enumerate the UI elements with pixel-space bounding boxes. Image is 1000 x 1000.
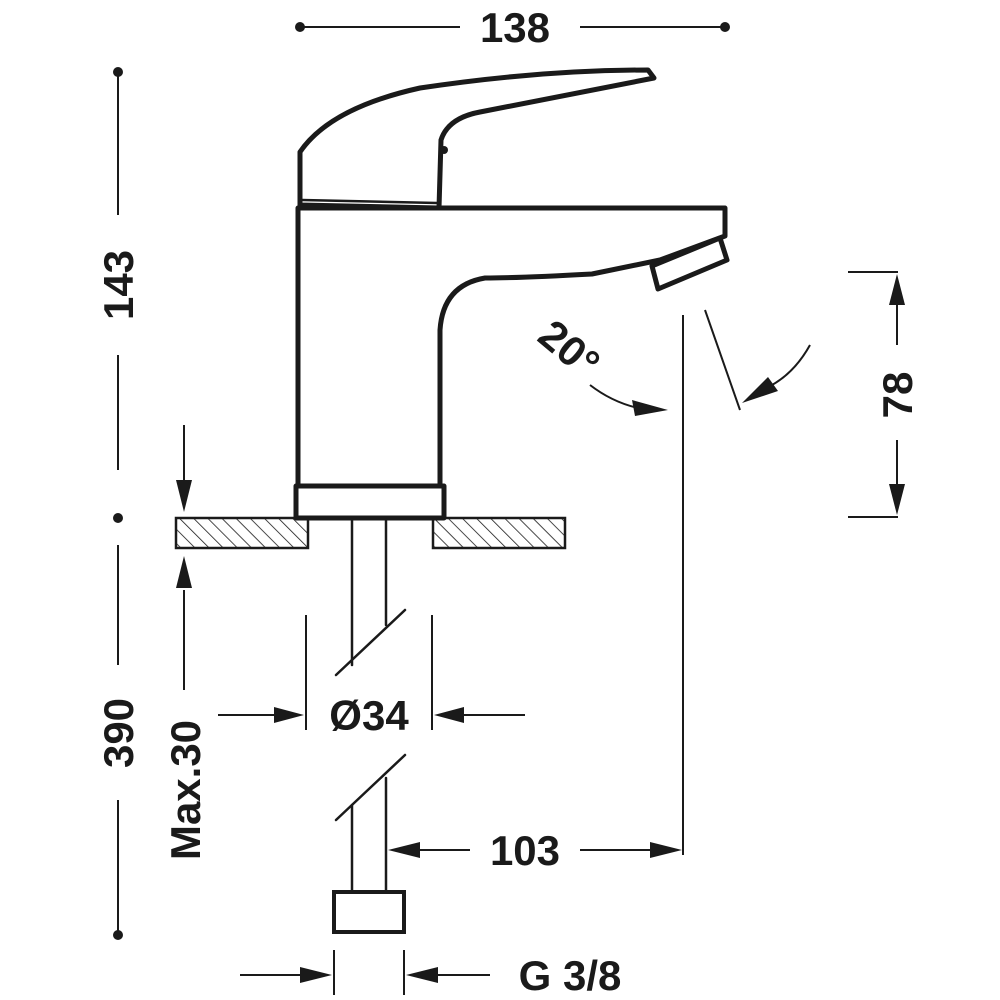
width-label: 138 — [480, 4, 550, 51]
faucet-body — [295, 205, 728, 491]
aerator — [649, 235, 730, 292]
height-dimensions: 143 390 — [95, 67, 142, 940]
max-thickness-label: Max.30 — [162, 720, 209, 860]
thread-dimension: G 3/8 — [240, 950, 621, 999]
faucet-base — [293, 483, 447, 521]
spout-reach-label: 103 — [490, 827, 560, 874]
lever-handle — [297, 67, 657, 211]
hose-length-label: 390 — [95, 698, 142, 768]
spout-angle-dimension: 20° — [530, 309, 811, 416]
hole-diameter-dimension: Ø34 — [218, 615, 525, 739]
spout-height-label: 78 — [874, 372, 921, 419]
spout-reach-dimension: 103 — [388, 315, 684, 874]
countertop — [174, 516, 567, 550]
faucet — [293, 67, 730, 521]
spout-height-dimension: 78 — [848, 271, 921, 518]
hole-diameter-label: Ø34 — [329, 692, 409, 739]
thread-label: G 3/8 — [519, 952, 622, 999]
width-dimension: 138 — [295, 4, 730, 51]
spout-angle-label: 20° — [530, 310, 609, 387]
supply-hose — [332, 516, 407, 934]
body-height-label: 143 — [95, 250, 142, 320]
max-thickness-dimension: Max.30 — [162, 425, 209, 860]
